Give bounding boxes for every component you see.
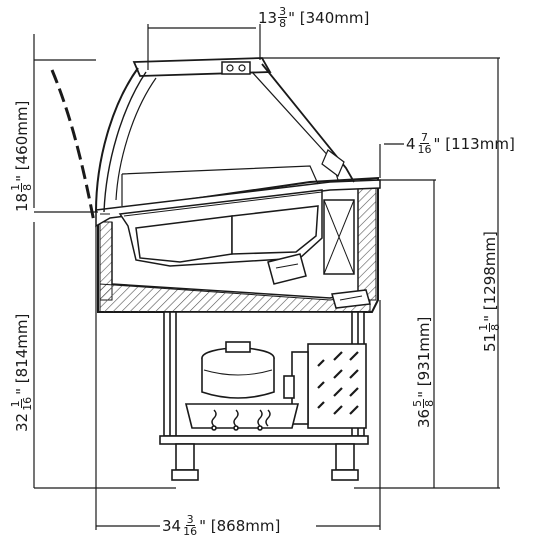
glass-canopy bbox=[95, 57, 355, 213]
insulation-rear-wall bbox=[357, 181, 377, 301]
condensate-tray bbox=[184, 403, 300, 431]
evaporator-box bbox=[267, 199, 355, 285]
food-pans bbox=[118, 189, 323, 267]
legs bbox=[171, 443, 359, 481]
glass-swing-arc bbox=[50, 69, 96, 223]
front-glass bbox=[95, 67, 139, 213]
compressor bbox=[201, 341, 275, 399]
rear-glass bbox=[261, 63, 355, 183]
dimension-lines bbox=[33, 24, 500, 530]
rear-lip bbox=[331, 289, 371, 309]
condenser bbox=[283, 343, 367, 429]
